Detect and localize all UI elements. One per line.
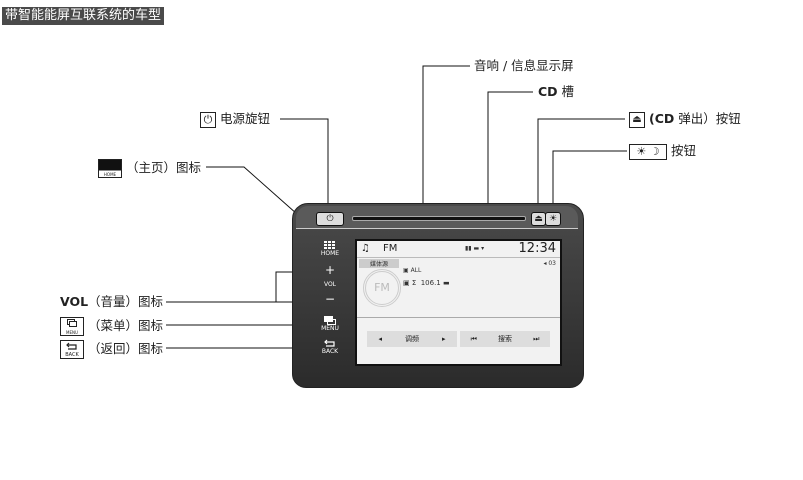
seek-back-icon[interactable]: ⏮ bbox=[470, 335, 477, 343]
eject-button[interactable]: ⏏ bbox=[531, 212, 546, 226]
eject-label-cd: (CD bbox=[648, 111, 675, 126]
tune-control[interactable]: ◂ 调频 ▸ bbox=[367, 331, 457, 347]
preset-number: ◂ 03 bbox=[543, 260, 556, 267]
eject-label: ⏏ (CD 弹出）按钮 bbox=[629, 111, 741, 128]
band-label: FM bbox=[383, 243, 398, 254]
all-indicator: ▣ ALL bbox=[403, 267, 422, 274]
search-control[interactable]: ⏮ 搜索 ⏭ bbox=[460, 331, 550, 347]
back-icon-text: BACK bbox=[65, 352, 79, 358]
power-knob-label: ⏻ 电源旋钮 bbox=[200, 111, 270, 128]
daynight-label-text: 按钮 bbox=[670, 143, 696, 158]
preset-text: 03 bbox=[548, 260, 556, 267]
source-tab[interactable]: 媒体源 bbox=[359, 259, 399, 268]
back-arrow-icon bbox=[324, 339, 335, 347]
vol-indicator: VOL bbox=[318, 281, 342, 288]
tune-prev-icon[interactable]: ◂ bbox=[378, 335, 382, 343]
all-text: ALL bbox=[410, 267, 422, 274]
menu-icon-text: MENU bbox=[66, 330, 78, 335]
vol-text: VOL bbox=[323, 281, 337, 288]
clock: 12:34 bbox=[518, 241, 556, 256]
eject-label-text: 弹出）按钮 bbox=[678, 111, 741, 126]
display-label: 音响 / 信息显示屏 bbox=[474, 58, 574, 73]
menu-glyph-icon bbox=[67, 319, 77, 327]
home-icon: HOME bbox=[98, 159, 122, 178]
search-label: 搜索 bbox=[498, 335, 512, 343]
status-icons: ▮▮ ▬ ▾ bbox=[465, 245, 485, 252]
music-icon: ♫ bbox=[361, 243, 370, 254]
back-button-text: BACK bbox=[321, 348, 339, 355]
power-label-text: 电源旋钮 bbox=[219, 111, 270, 126]
back-button[interactable]: BACK bbox=[318, 339, 342, 355]
vol-icon-label: VOL（音量）图标 bbox=[60, 294, 163, 310]
cd-slot-label: CD 槽 bbox=[538, 84, 574, 100]
tune-next-icon[interactable]: ▸ bbox=[441, 335, 446, 343]
back-label-text: （返回）图标 bbox=[87, 341, 163, 356]
daynight-button[interactable]: ☀ bbox=[545, 212, 561, 226]
home-label-text: （主页）图标 bbox=[125, 160, 201, 175]
daynight-label: ☀ ☽ 按钮 bbox=[629, 143, 696, 160]
back-icon: BACK bbox=[60, 340, 84, 359]
frequency: ▣ Σ 106.1 ▬ bbox=[403, 279, 450, 287]
sun-moon-icon: ☀ ☽ bbox=[629, 143, 667, 160]
vol-down-button[interactable]: − bbox=[324, 292, 336, 306]
menu-glyph-icon bbox=[324, 316, 336, 325]
menu-label-text: （菜单）图标 bbox=[87, 318, 163, 333]
vol-label-text: （音量）图标 bbox=[88, 294, 164, 309]
cd-slot bbox=[352, 216, 526, 221]
back-arrow-glyph-icon bbox=[66, 342, 77, 350]
menu-icon: MENU bbox=[60, 317, 84, 336]
seek-forward-icon[interactable]: ⏭ bbox=[533, 335, 540, 343]
vol-up-button[interactable]: + bbox=[324, 263, 336, 277]
home-button[interactable]: HOME bbox=[318, 241, 342, 257]
menu-icon-label: MENU （菜单）图标 bbox=[60, 317, 163, 336]
fm-logo: FM bbox=[363, 269, 401, 307]
vol-label-prefix: VOL bbox=[60, 294, 89, 309]
cd-slot-text: 槽 bbox=[561, 84, 575, 99]
freq-text: 106.1 bbox=[420, 279, 441, 287]
home-icon-label: HOME （主页）图标 bbox=[98, 159, 201, 178]
home-button-text: HOME bbox=[320, 250, 340, 257]
menu-button-text: MENU bbox=[321, 325, 339, 332]
home-icon-text: HOME bbox=[103, 172, 117, 177]
display-screen[interactable]: ♫ FM ▮▮ ▬ ▾ 12:34 媒体源 ◂ 03 FM ▣ ALL ▣ Σ … bbox=[355, 239, 562, 366]
back-icon-label: BACK （返回）图标 bbox=[60, 340, 163, 359]
eject-icon: ⏏ bbox=[629, 111, 645, 128]
power-icon: ⏻ bbox=[200, 111, 216, 128]
power-knob[interactable]: ⏻ bbox=[316, 212, 344, 226]
grid-icon bbox=[324, 241, 335, 249]
cd-slot-prefix: CD bbox=[538, 84, 558, 99]
menu-button[interactable]: MENU bbox=[318, 316, 342, 332]
page-title: 带智能能屏互联系统的车型 bbox=[2, 7, 165, 25]
tune-label: 调频 bbox=[404, 335, 419, 343]
